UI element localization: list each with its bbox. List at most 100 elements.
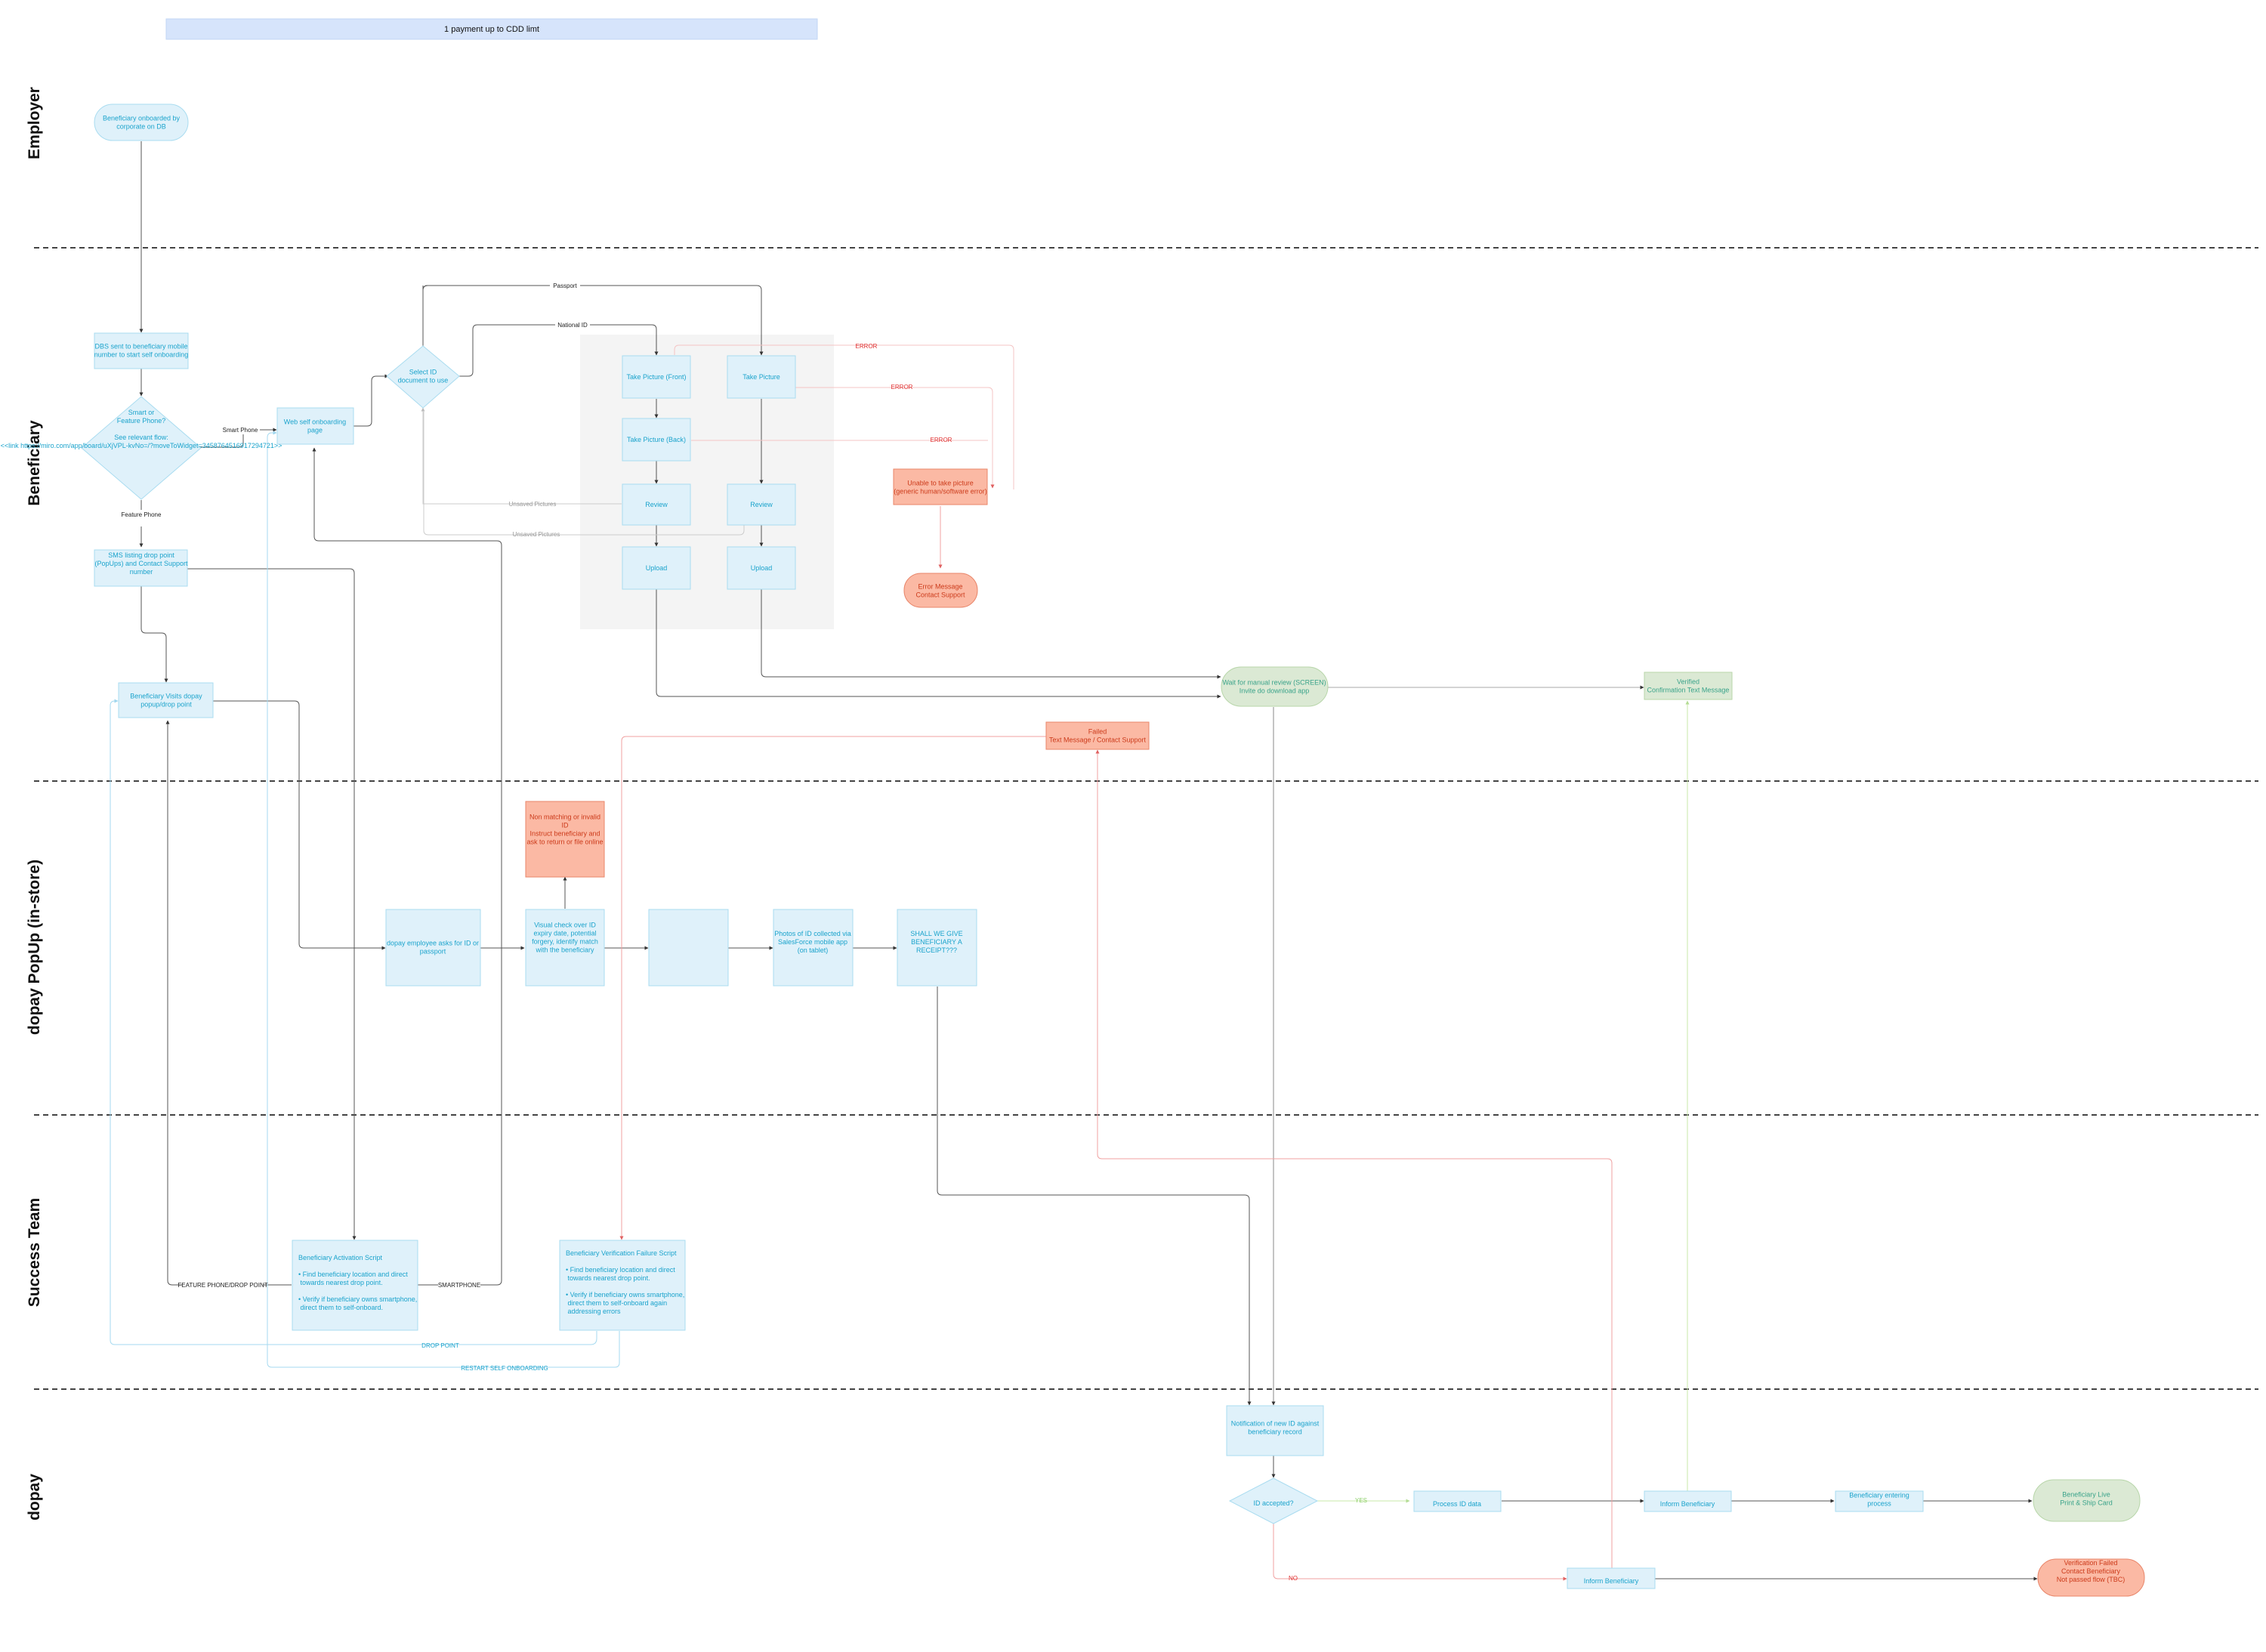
node-text-line: Beneficiary Visits dopay [130, 693, 202, 700]
lane-dividers [34, 247, 2258, 1390]
node-text-line: Beneficiary Activation Script [298, 1254, 383, 1261]
node-text-line: Upload [751, 564, 773, 572]
node-text-line: Inform Beneficiary [1660, 1500, 1715, 1508]
edge [937, 987, 1252, 1406]
node-text-line [566, 1258, 568, 1265]
node-sms-drop-point[interactable]: SMS listing drop point(PopUps) and Conta… [94, 549, 188, 587]
edge [1095, 749, 1613, 1570]
node-inform-1[interactable]: Inform Beneficiary [1644, 1490, 1732, 1512]
node-text-line: Take Picture [742, 373, 780, 381]
svg-text:Beneficiary Verification Failu: Beneficiary Verification Failure Script … [566, 1249, 684, 1315]
node-take-passport[interactable]: Take Picture [727, 355, 796, 399]
edge-label-smartphone: SMARTPHONE [438, 1282, 480, 1289]
node-text-line: Select ID [409, 369, 437, 376]
node-take-front[interactable]: Take Picture (Front) [622, 355, 691, 399]
edge-label-feature-phone: Feature Phone [122, 511, 162, 518]
edge-unsaved-2 [423, 412, 745, 536]
edge-feature-drop [165, 720, 292, 1286]
svg-text:Upload: Upload [751, 564, 773, 572]
node-text-line: (PopUps) and Contact Support [94, 560, 188, 567]
svg-text:Wait for manual review (SCREEN: Wait for manual review (SCREEN)Invite do… [1222, 679, 1326, 695]
edge [187, 568, 357, 1240]
node-process-id[interactable]: Process ID data [1413, 1490, 1502, 1512]
node-text-line: Review [645, 501, 668, 508]
node-text-line: SMS listing drop point [108, 551, 174, 559]
edge-unsaved-1 [421, 407, 622, 505]
node-text-line: Take Picture (Back) [627, 436, 686, 443]
node-text-line: See relevant flow: [114, 434, 168, 441]
node-upload-1[interactable]: Upload [622, 546, 691, 590]
node-unable-picture[interactable]: Unable to take picture(generic human/sof… [893, 468, 988, 505]
node-text-line: ID [562, 822, 570, 829]
node-text-line: Beneficiary Live [2062, 1491, 2110, 1499]
svg-text:Inform Beneficiary: Inform Beneficiary [1660, 1500, 1715, 1508]
node-text-line: forgery, identify match [532, 938, 598, 946]
edge-error-2 [795, 387, 995, 489]
svg-text:Review: Review [645, 501, 668, 508]
node-inform-2[interactable]: Inform Beneficiary [1567, 1567, 1656, 1589]
node-text-line: number to start self onboarding [94, 351, 189, 359]
node-text-line: SHALL WE GIVE [910, 930, 962, 937]
node-failure-script[interactable]: Beneficiary Verification Failure Script … [559, 1240, 686, 1331]
edge [656, 589, 1221, 699]
lane-titles: Employer Beneficiary dopay PopUp (in-sto… [26, 87, 43, 1521]
node-upload-2[interactable]: Upload [727, 546, 796, 590]
svg-text:SMS listing drop point(PopUps): SMS listing drop point(PopUps) and Conta… [94, 551, 188, 576]
node-text-line: BENEFICIARY A [911, 938, 962, 946]
edge-labels: Passport National ID Smart Phone Feature… [122, 281, 1367, 1582]
node-id-accepted[interactable]: ID accepted? [1228, 1478, 1319, 1524]
node-text-line: expiry date, potential [533, 930, 596, 937]
node-text-line: Photos of ID collected via [774, 930, 851, 937]
edge-label-restart: RESTART SELF ONBOARDING [461, 1365, 548, 1372]
node-review-2[interactable]: Review [727, 483, 796, 526]
svg-text:ID accepted?: ID accepted? [1253, 1499, 1293, 1507]
node-text-line: Text Message / Contact Support [1049, 736, 1147, 744]
node-activation-script[interactable]: Beneficiary Activation Script • Find ben… [292, 1240, 418, 1331]
edge-national-id [459, 324, 659, 377]
node-blank-box[interactable] [648, 909, 729, 987]
banner-text: 1 payment up to CDD limt [444, 25, 539, 34]
node-text-line: • Find beneficiary location and direct [298, 1271, 408, 1278]
node-take-back[interactable]: Take Picture (Back) [622, 418, 691, 462]
node-wait-review[interactable]: Wait for manual review (SCREEN)Invite do… [1221, 666, 1329, 707]
node-text-line: towards nearest drop point. [566, 1274, 650, 1282]
edge [422, 285, 428, 355]
node-text-line [566, 1283, 568, 1290]
edge-label-passport: Passport [553, 283, 577, 289]
lane-title-dopay: dopay [26, 1474, 43, 1521]
svg-text:Unable to take picture(generic: Unable to take picture(generic human/sof… [894, 480, 987, 496]
node-text-line: popup/drop point [140, 701, 192, 709]
node-text-line: Web self onboarding [284, 418, 346, 426]
svg-text:Take Picture (Front): Take Picture (Front) [626, 373, 686, 381]
edge-no [1273, 1521, 1567, 1581]
node-text-line: Verified [1677, 678, 1700, 686]
lane-title-popup: dopay PopUp (in-store) [26, 860, 43, 1035]
node-text-line: ask to return or file online [526, 838, 603, 846]
node-review-1[interactable]: Review [622, 483, 691, 526]
